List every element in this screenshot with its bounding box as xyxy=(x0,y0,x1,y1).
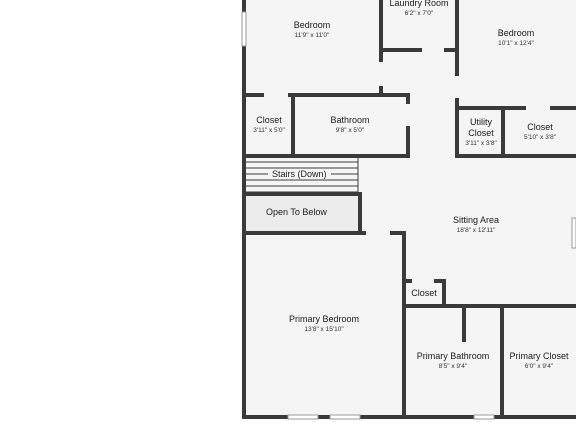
room-dimensions: 3'11" x 3'8" xyxy=(465,140,497,147)
room-dimensions: 5'10" x 3'8" xyxy=(523,134,557,141)
room-name: Sitting Area xyxy=(452,215,500,225)
windows xyxy=(241,11,576,420)
room-name: Primary Closet xyxy=(509,351,569,361)
stairs-label: Stairs (Down) xyxy=(268,169,331,179)
room-dimensions: 18'8" x 12'11" xyxy=(456,227,496,234)
room-laundry: Laundry Room 6'2" x 7'0" xyxy=(382,0,456,18)
open-to-below-label: Open To Below xyxy=(266,207,327,217)
room-dimensions: 10'1" x 12'4" xyxy=(498,40,534,47)
room-name: Bedroom xyxy=(293,20,331,30)
room-primary-bedroom: Primary Bedroom 13'8" x 15'10" xyxy=(274,314,374,334)
room-name-line-1: Utility xyxy=(470,117,492,127)
room-bedroom-1: Bedroom 11'9" x 11'0" xyxy=(272,20,352,40)
open-to-below-area xyxy=(246,194,358,232)
room-primary-bathroom: Primary Bathroom 8'5" x 9'4" xyxy=(408,351,498,371)
room-dimensions: 8'5" x 9'4" xyxy=(438,363,468,370)
room-name-line-2: Closet xyxy=(468,128,494,138)
room-dimensions: 6'2" x 7'0" xyxy=(404,10,434,17)
room-dimensions: 9'8" x 5'0" xyxy=(335,127,365,134)
room-dimensions: 13'8" x 15'10" xyxy=(304,326,344,333)
room-name: Primary Bathroom xyxy=(416,351,490,361)
room-bathroom: Bathroom 9'8" x 5'0" xyxy=(310,115,390,135)
room-name: Bedroom xyxy=(497,28,535,38)
room-name: Primary Bedroom xyxy=(288,314,360,324)
room-closet-3: Closet xyxy=(406,288,442,299)
room-closet-1: Closet 3'11" x 5'0" xyxy=(246,115,292,135)
room-bedroom-2: Bedroom 10'1" x 12'4" xyxy=(476,28,556,48)
room-name: Bathroom xyxy=(330,115,370,125)
room-primary-closet: Primary Closet 6'0" x 9'4" xyxy=(504,351,574,371)
room-dimensions: 6'0" x 9'4" xyxy=(524,363,554,370)
room-name: Closet xyxy=(411,288,437,298)
room-sitting-area: Sitting Area 18'8" x 12'11" xyxy=(436,215,516,235)
walls xyxy=(242,0,576,419)
room-closet-2: Closet 5'10" x 3'8" xyxy=(508,122,572,142)
room-name: Laundry Room xyxy=(389,0,449,8)
room-utility-closet: Utility Closet 3'11" x 3'8" xyxy=(459,117,503,148)
room-name: Closet xyxy=(256,115,282,125)
room-dimensions: 11'9" x 11'0" xyxy=(294,32,330,39)
room-name: Closet xyxy=(527,122,553,132)
room-dimensions: 3'11" x 5'0" xyxy=(253,127,285,134)
